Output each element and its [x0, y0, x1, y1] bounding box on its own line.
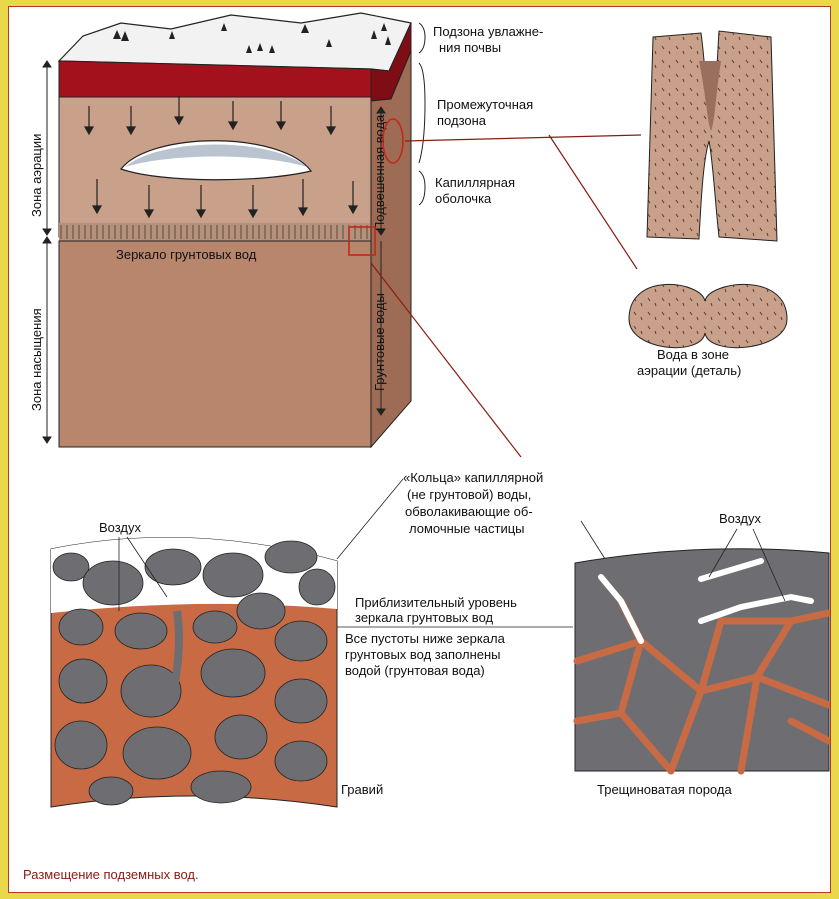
voids-line3: водой (грунтовая вода) [345, 663, 485, 678]
subzone-moist-line2: ния почвы [439, 40, 501, 55]
rings-line4: ломочные частицы [409, 521, 525, 536]
fractured-label: Трещиноватая порода [597, 782, 732, 797]
intermediate-line2: подзона [437, 113, 487, 128]
intermediate-line1: Промежуточная [437, 97, 533, 112]
block-diagram: Зеркало грунтовых вод Зона аэрации Зона … [29, 13, 425, 447]
voids-line1: Все пустоты ниже зеркала [345, 631, 506, 646]
groundwater-diagram: Зеркало грунтовых вод Зона аэрации Зона … [9, 7, 831, 893]
capillary-line1: Капиллярная [435, 175, 515, 190]
capillary-fringe [59, 223, 371, 241]
subzone-moist-line1: Подзона увлажне- [433, 24, 543, 39]
aeration-detail: Вода в зоне аэрации (деталь) [629, 31, 787, 378]
detail-line2: аэрации (деталь) [637, 363, 741, 378]
rings-line3: обволакивающие об- [405, 504, 533, 519]
zone-saturation-label: Зона насыщения [29, 308, 44, 411]
water-table-label: Зеркало грунтовых вод [116, 247, 257, 262]
air-right-label: Воздух [719, 511, 762, 526]
gravel-panel [51, 537, 337, 807]
approx-level-line1: Приблизительный уровень [355, 595, 517, 610]
detail-line1: Вода в зоне [657, 347, 729, 362]
fractured-rock-panel [575, 549, 829, 771]
figure-caption: Размещение подземных вод. [23, 867, 199, 882]
gravel-label: Гравий [341, 782, 383, 797]
approx-level-line2: зеркала грунтовых вод [355, 610, 494, 625]
rings-line1: «Кольца» капиллярной [403, 470, 543, 485]
diagram-frame: Зеркало грунтовых вод Зона аэрации Зона … [8, 6, 831, 893]
ground-water-label: Грунтовые воды [372, 293, 387, 391]
rings-line2: (не грунтовой) воды, [407, 487, 531, 502]
capillary-line2: оболочка [435, 191, 492, 206]
voids-line2: грунтовых вод заполнены [345, 647, 501, 662]
air-left-label: Воздух [99, 520, 142, 535]
zone-aeration-label: Зона аэрации [29, 134, 44, 217]
saturation-zone [59, 241, 371, 447]
